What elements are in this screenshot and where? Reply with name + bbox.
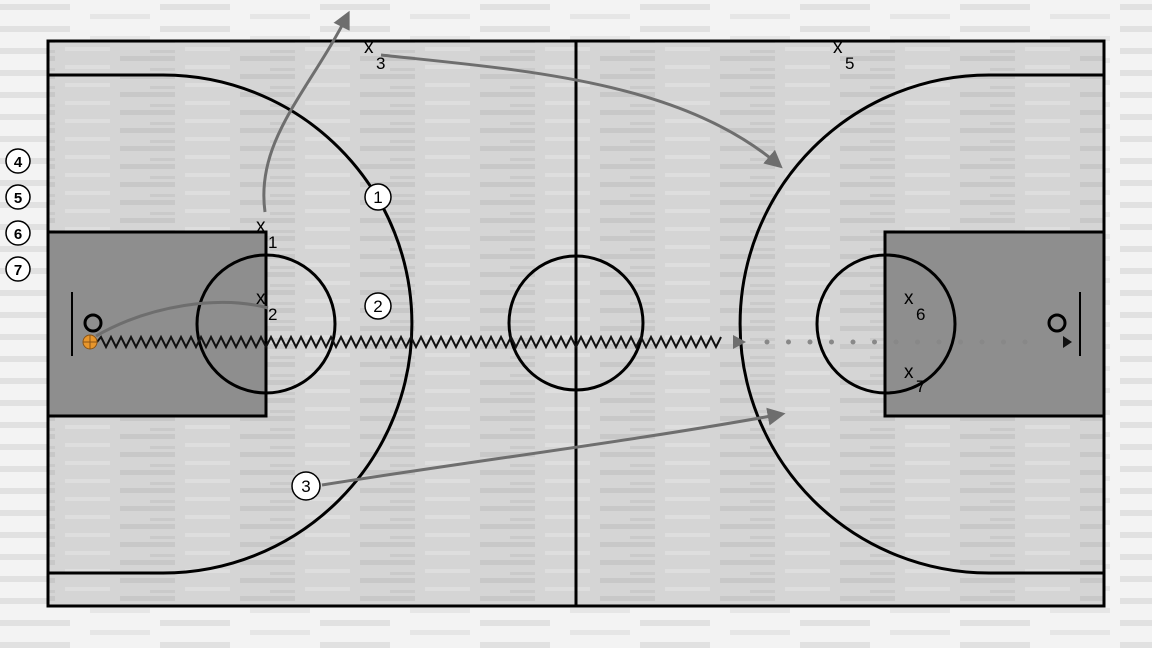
svg-text:1: 1	[373, 188, 382, 207]
left-paint	[46, 230, 268, 418]
pass-dot	[764, 339, 770, 345]
cut-arrow-x3	[380, 53, 783, 169]
pass-dotted-line	[764, 339, 1028, 345]
svg-text:1: 1	[268, 233, 277, 252]
dribble-end-arrowhead	[733, 335, 746, 349]
svg-text:x: x	[904, 362, 914, 383]
center-circle	[507, 254, 645, 392]
svg-text:x: x	[256, 216, 266, 237]
svg-text:7: 7	[916, 377, 925, 396]
svg-text:x: x	[833, 37, 843, 58]
defender-x7: x 7	[904, 362, 925, 396]
offense-player-1: 1	[364, 183, 392, 211]
right-paint	[883, 230, 1106, 418]
offense-player-3: 3	[291, 471, 321, 501]
bench-player-4: 4	[5, 148, 31, 174]
pass-dot	[936, 339, 942, 345]
defender-x3: x 3	[364, 37, 385, 73]
pass-dot	[1001, 339, 1006, 345]
offense-player-2: 2	[364, 292, 392, 320]
svg-text:2: 2	[373, 297, 382, 316]
pass-dot	[1022, 339, 1028, 345]
bench-player-7: 7	[5, 256, 31, 282]
left-three-point-line	[48, 73, 414, 575]
svg-text:x: x	[904, 288, 914, 309]
pass-dot	[829, 339, 834, 345]
defender-x5: x 5	[833, 37, 854, 73]
svg-text:5: 5	[845, 54, 854, 73]
defender-x2: x 2	[256, 288, 277, 324]
svg-text:3: 3	[301, 477, 310, 496]
movement-arrows	[95, 10, 786, 487]
defender-x1: x 1	[256, 216, 277, 252]
svg-text:6: 6	[916, 305, 925, 324]
bench-player-6: 6	[5, 220, 31, 246]
right-free-throw-circle	[815, 253, 957, 395]
pass-dot	[807, 339, 813, 345]
pass-dot	[979, 339, 985, 345]
pass-dot	[893, 339, 899, 345]
court	[46, 39, 1106, 608]
right-three-point-line	[738, 73, 1104, 575]
svg-text:x: x	[256, 288, 266, 309]
right-end-arrowhead	[1063, 336, 1072, 348]
pass-dot	[958, 339, 963, 345]
left-free-throw-circle	[195, 253, 337, 395]
pass-dot	[872, 339, 877, 345]
cut-arrow-1	[262, 10, 350, 213]
pass-dot	[850, 339, 856, 345]
cut-arrow-3	[321, 407, 786, 487]
basketball-seams	[83, 335, 97, 349]
dribble-zigzag	[96, 334, 722, 350]
left-hoop-icon	[83, 313, 103, 333]
pass-arc-2	[95, 300, 269, 338]
svg-text:6: 6	[14, 226, 22, 243]
svg-text:x: x	[364, 37, 374, 58]
svg-text:5: 5	[14, 190, 22, 207]
pass-dot	[915, 339, 920, 345]
svg-text:7: 7	[14, 262, 22, 279]
svg-text:4: 4	[14, 154, 23, 171]
right-hoop-icon	[1047, 313, 1067, 333]
svg-text:2: 2	[268, 305, 277, 324]
bench-player-5: 5	[5, 184, 31, 210]
pass-dot	[786, 339, 791, 345]
defender-x6: x 6	[904, 288, 925, 324]
svg-text:3: 3	[376, 54, 385, 73]
